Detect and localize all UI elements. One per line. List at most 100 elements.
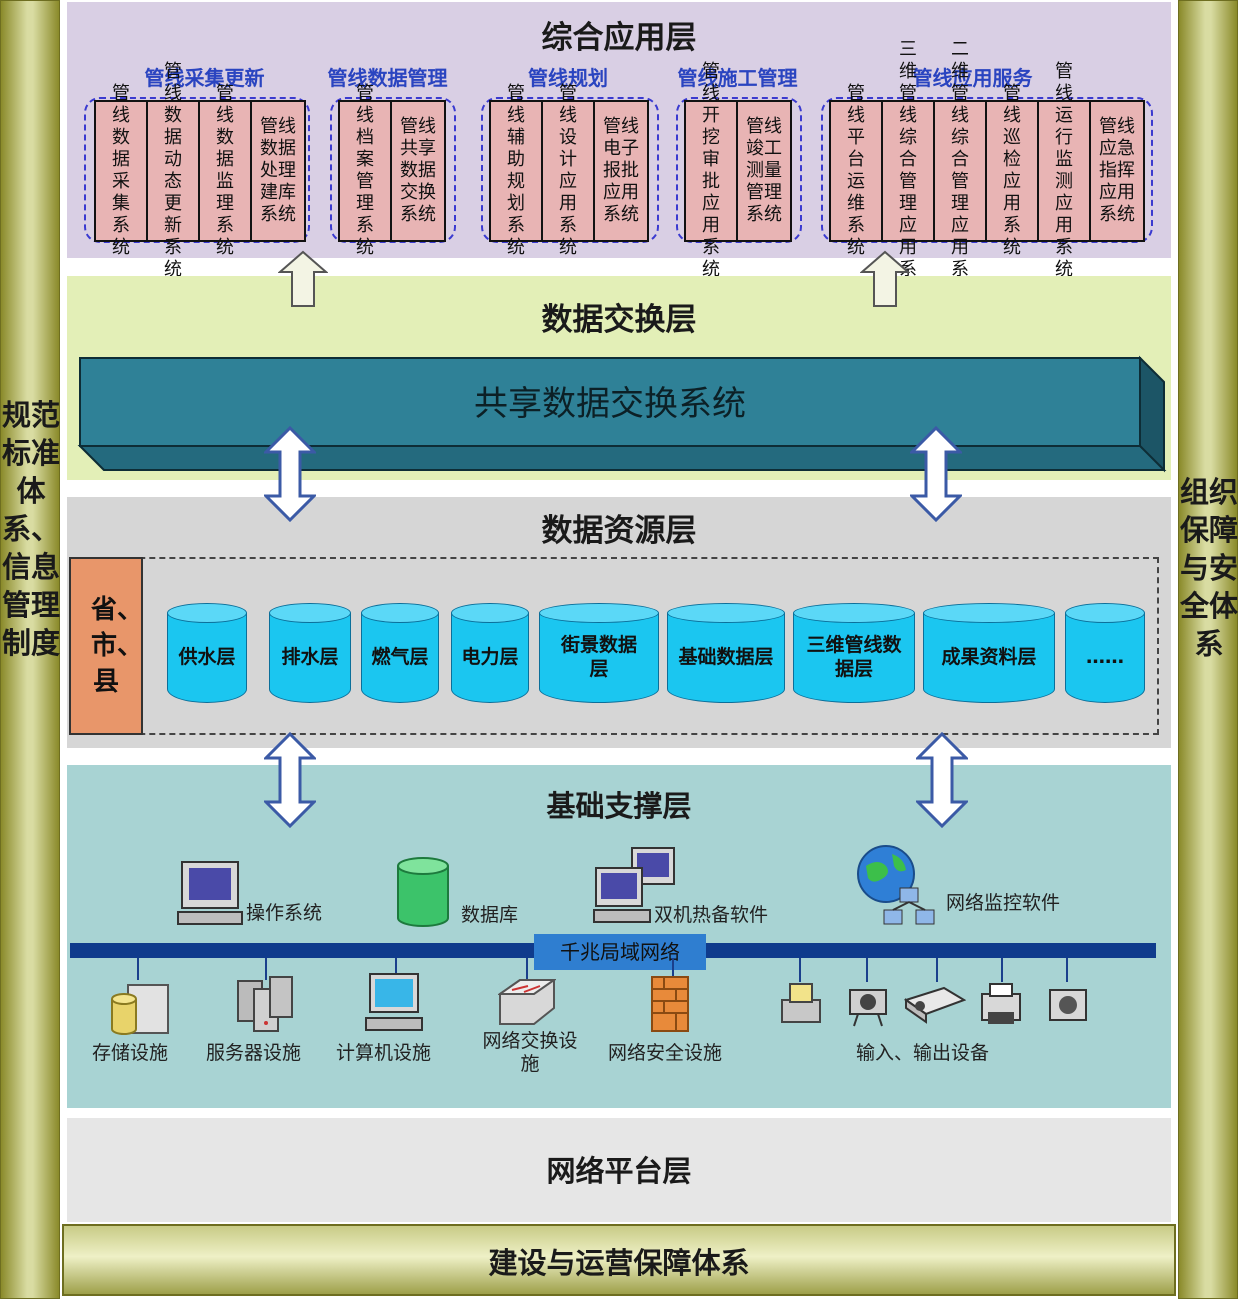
system-box: 管线竣工测量管理系统 — [746, 116, 782, 225]
database-label: 三维管线数据层 — [806, 634, 902, 680]
connector-line — [395, 958, 397, 976]
system-box: 管线数据采集系统 — [96, 83, 148, 258]
system-row-planning: 管线辅助规划系统 管线设计应用系统 管线电子报批应用系统 — [489, 83, 649, 258]
system-row-data-mgmt: 管线档案管理系统 管线共享数据交换系统 — [338, 83, 446, 258]
camera-icon — [1049, 989, 1087, 1021]
connector-line — [526, 958, 528, 980]
up-arrow-icon — [860, 250, 910, 307]
database-cylinder: 电力层 — [451, 603, 529, 703]
connector-line — [936, 958, 938, 982]
right-pillar: 组织保障与安全体系 — [1178, 0, 1238, 1299]
database-cylinder: 供水层 — [167, 603, 247, 703]
connector-line — [799, 958, 801, 982]
system-row-service: 管线平台运维系统 三维管线综合管理应用系统 二维管线综合管理应用系统 管线巡检应… — [829, 39, 1145, 302]
group-title-data-mgmt: 管线数据管理 — [327, 66, 448, 90]
database-cylinder: 燃气层 — [361, 603, 439, 703]
connector-line — [866, 958, 868, 982]
system-box: 管线数据处理建库系统 — [260, 116, 296, 225]
storage-icon — [111, 984, 169, 1035]
database-label: 电力层 — [461, 646, 519, 668]
software-label: 网络监控软件 — [945, 892, 1060, 914]
database-cylinder: 成果资料层 — [923, 603, 1055, 703]
connector-line — [265, 958, 267, 980]
system-box: 二维管线综合管理应用系统 — [935, 39, 987, 302]
hardware-label: 输入、输出设备 — [856, 1042, 990, 1064]
app-layer-title: 综合应用层 — [541, 20, 697, 56]
system-box: 管线共享数据交换系统 — [400, 116, 436, 225]
server-icon — [237, 976, 293, 1032]
region-label: 省、市、县 — [91, 595, 144, 697]
bottom-bar: 建设与运营保障体系 — [62, 1224, 1176, 1296]
camera-icon — [849, 989, 887, 1027]
system-box: 三维管线综合管理应用系统 — [883, 39, 935, 302]
software-label: 操作系统 — [246, 902, 323, 924]
hardware-label: 服务器设施 — [206, 1042, 302, 1064]
firewall-icon — [651, 976, 689, 1032]
database-label: …… — [1086, 646, 1124, 668]
computer-icon — [177, 861, 243, 925]
group-box-data-mgmt — [330, 97, 456, 243]
system-box: 管线档案管理系统 — [340, 83, 392, 258]
system-box: 管线开挖审批应用系统 — [686, 61, 738, 280]
network-label: 千兆局域网络 — [534, 934, 706, 970]
system-box: 管线设计应用系统 — [543, 83, 595, 258]
computer-icon — [365, 973, 423, 1031]
double-arrow-icon — [264, 426, 316, 522]
hardware-label: 网络交换设施 — [482, 1030, 578, 1075]
database-label: 街景数据层 — [560, 634, 637, 680]
printer-icon — [981, 983, 1021, 1024]
system-box: 管线平台运维系统 — [831, 83, 883, 258]
database-icon — [397, 857, 449, 927]
double-arrow-icon — [916, 732, 968, 828]
exchange-system-label: 共享数据交换系统 — [474, 384, 746, 424]
app-layer: 综合应用层 管线采集更新 管线数据管理 管线规划 管线施工管理 管线应用服务 管… — [67, 2, 1171, 302]
resource-layer-title: 数据资源层 — [541, 513, 697, 549]
group-title-service: 管线应用服务 — [912, 66, 1033, 90]
system-box: 管线数据监理系统 — [200, 83, 252, 258]
exchange-layer-title: 数据交换层 — [541, 302, 697, 338]
system-box: 管线应急指挥应用系统 — [1099, 116, 1135, 225]
up-arrow-icon — [278, 250, 328, 307]
exchange-system-bar — [77, 355, 1167, 473]
region-label-box: 省、市、县 — [69, 557, 143, 735]
database-label: 基础数据层 — [678, 646, 774, 668]
group-title-planning: 管线规划 — [528, 66, 608, 90]
connector-line — [1001, 958, 1003, 982]
double-arrow-icon — [910, 426, 962, 522]
database-label: 排水层 — [281, 646, 339, 668]
database-cylinder: 街景数据层 — [539, 603, 659, 703]
group-box-planning — [481, 97, 659, 243]
fax-icon — [781, 983, 821, 1023]
database-label: 燃气层 — [371, 646, 429, 668]
hardware-label: 存储设施 — [92, 1042, 169, 1064]
network-layer: 网络平台层 — [67, 1118, 1171, 1222]
software-label: 双机热备软件 — [654, 904, 769, 926]
system-box: 管线运行监测应用系统 — [1039, 61, 1091, 280]
group-title-collect: 管线采集更新 — [144, 66, 265, 90]
connector-line — [672, 958, 674, 976]
group-box-collect — [84, 97, 310, 243]
system-box: 管线巡检应用系统 — [987, 83, 1039, 258]
right-pillar-label: 组织保障与安全体系 — [1179, 475, 1238, 661]
group-box-service — [821, 97, 1153, 243]
network-monitor-icon — [857, 845, 935, 925]
connector-line — [137, 958, 139, 980]
database-cylinder: 排水层 — [269, 603, 351, 703]
system-row-collect: 管线数据采集系统 管线数据动态更新系统 管线数据监理系统 管线数据处理建库系统 — [94, 61, 306, 280]
left-pillar-label: 规范标准体系、信息管理制度 — [1, 398, 60, 660]
system-box: 管线电子报批应用系统 — [603, 116, 639, 225]
switch-icon — [498, 979, 556, 1025]
projector-icon — [904, 986, 966, 1024]
database-cylinder: 基础数据层 — [667, 603, 785, 703]
hardware-label: 计算机设施 — [336, 1042, 432, 1064]
database-cylinder: 三维管线数据层 — [793, 603, 915, 703]
dual-computer-icon — [593, 847, 675, 923]
double-arrow-icon — [264, 732, 316, 828]
left-pillar: 规范标准体系、信息管理制度 — [0, 0, 60, 1299]
database-cylinder: …… — [1065, 603, 1145, 703]
support-layer-title: 基础支撑层 — [546, 789, 692, 823]
bottom-bar-title: 建设与运营保障体系 — [488, 1246, 750, 1280]
connector-line — [1066, 958, 1068, 982]
software-label: 数据库 — [461, 904, 519, 926]
system-row-construction: 管线开挖审批应用系统 管线竣工测量管理系统 — [684, 61, 792, 280]
